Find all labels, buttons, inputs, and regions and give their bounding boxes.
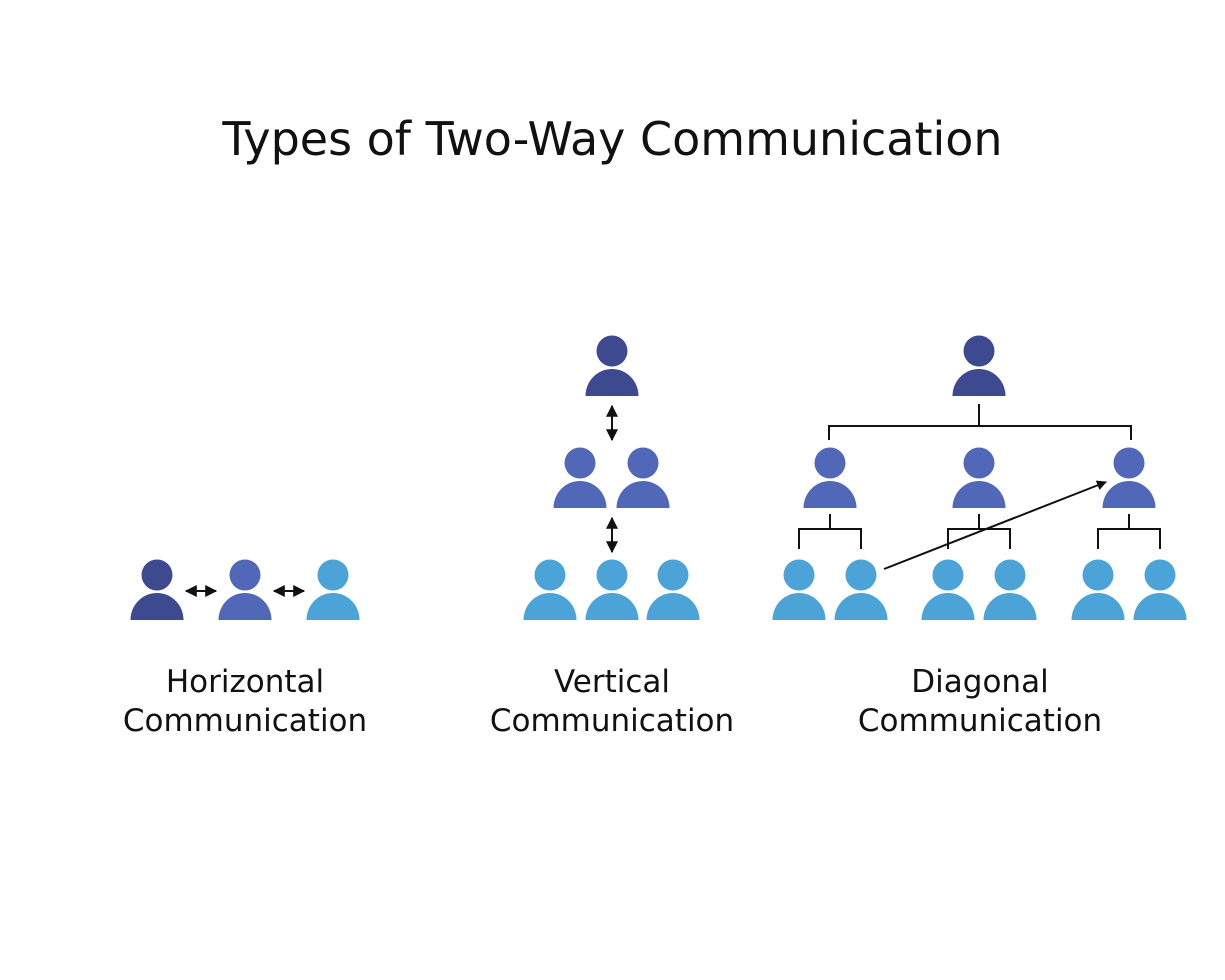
vertical-caption: Vertical Communication <box>452 663 772 741</box>
person-head <box>845 559 877 591</box>
person-head <box>627 447 659 479</box>
person-head <box>657 559 689 591</box>
person-body <box>1133 593 1187 620</box>
person-icon <box>585 559 639 620</box>
person-head <box>141 559 173 591</box>
person-head <box>932 559 964 591</box>
person-body <box>834 593 888 620</box>
person-icon <box>616 447 670 508</box>
person-body <box>921 593 975 620</box>
person-head <box>1113 447 1145 479</box>
person-icon <box>585 335 639 396</box>
person-body <box>553 481 607 508</box>
person-icon <box>306 559 360 620</box>
person-icon <box>952 335 1006 396</box>
diagonal-arrow <box>883 480 1107 570</box>
horizontal-diagram <box>130 559 360 620</box>
person-icon <box>1102 447 1156 508</box>
diagonal-caption: Diagonal Communication <box>820 663 1140 741</box>
person-head <box>783 559 815 591</box>
person-head <box>596 335 628 367</box>
person-head <box>1082 559 1114 591</box>
person-icon <box>646 559 700 620</box>
person-icon <box>983 559 1037 620</box>
person-body <box>952 481 1006 508</box>
person-head <box>963 335 995 367</box>
person-body <box>585 593 639 620</box>
person-body <box>616 481 670 508</box>
person-icon <box>952 447 1006 508</box>
person-body <box>306 593 360 620</box>
person-body <box>646 593 700 620</box>
person-head <box>317 559 349 591</box>
person-body <box>803 481 857 508</box>
horizontal-caption-line2: Communication <box>122 703 368 739</box>
person-icon <box>553 447 607 508</box>
person-head <box>564 447 596 479</box>
person-head <box>596 559 628 591</box>
person-icon <box>1133 559 1187 620</box>
person-body <box>1071 593 1125 620</box>
person-body <box>218 593 272 620</box>
diagonal-caption-line2: Communication <box>857 703 1103 739</box>
person-icon <box>834 559 888 620</box>
diagonal-diagram <box>772 335 1187 620</box>
page-title: Types of Two-Way Communication <box>222 112 1003 166</box>
person-head <box>814 447 846 479</box>
person-icon <box>803 447 857 508</box>
diagonal-caption-line1: Diagonal <box>911 664 1049 700</box>
vertical-caption-line1: Vertical <box>553 664 671 700</box>
person-icon <box>218 559 272 620</box>
person-icon <box>523 559 577 620</box>
person-icon <box>130 559 184 620</box>
vertical-diagram <box>523 335 700 620</box>
person-body <box>772 593 826 620</box>
horizontal-caption-line1: Horizontal <box>165 664 325 700</box>
person-head <box>1144 559 1176 591</box>
person-body <box>983 593 1037 620</box>
person-head <box>534 559 566 591</box>
person-icon <box>772 559 826 620</box>
person-icon <box>921 559 975 620</box>
person-body <box>523 593 577 620</box>
person-icon <box>1071 559 1125 620</box>
person-body <box>130 593 184 620</box>
horizontal-caption: Horizontal Communication <box>85 663 405 741</box>
person-body <box>585 369 639 396</box>
vertical-caption-line2: Communication <box>489 703 735 739</box>
person-head <box>963 447 995 479</box>
person-head <box>229 559 261 591</box>
person-body <box>1102 481 1156 508</box>
person-head <box>994 559 1026 591</box>
person-body <box>952 369 1006 396</box>
